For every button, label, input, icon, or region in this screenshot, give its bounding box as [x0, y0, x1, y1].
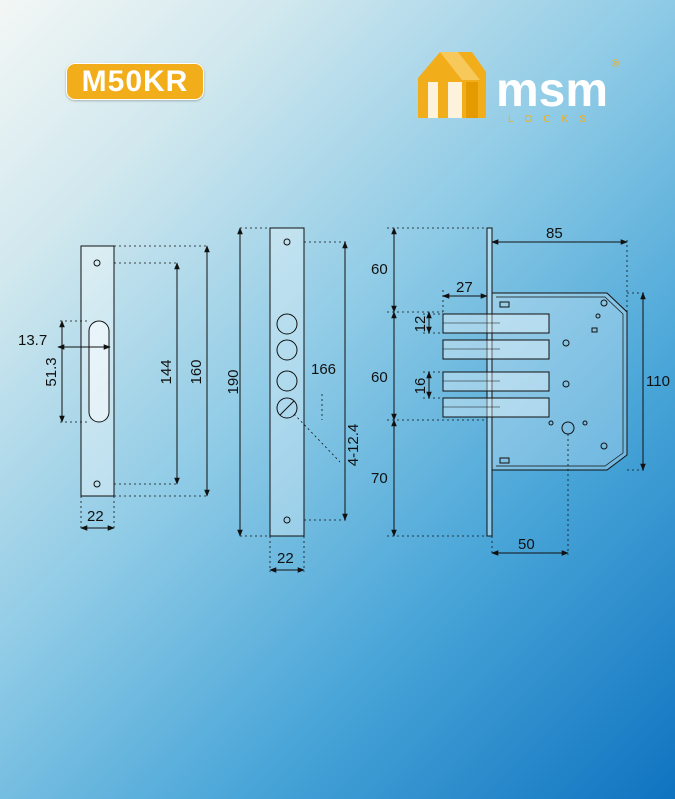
dim-strike-slot-height: 51.3: [43, 357, 60, 386]
lock-body: [387, 227, 646, 556]
registered-mark: ®: [611, 58, 619, 70]
face-plate: [237, 227, 348, 573]
dim-faceplate-height: 190: [225, 369, 242, 394]
dim-case-height: 110: [646, 373, 670, 390]
dim-bolt-gap: 16: [412, 378, 429, 395]
strike-plate: [57, 245, 210, 531]
logo-mark-icon: [418, 52, 486, 118]
dim-top-offset: 60: [371, 261, 388, 278]
dim-bottom-offset: 70: [371, 470, 388, 487]
dim-strike-slot-width: 13.7: [18, 332, 47, 349]
brand-logo: msm LOCKS ®: [418, 52, 619, 125]
dim-case-depth: 85: [546, 225, 563, 242]
dim-faceplate-hole-spacing: 166: [311, 361, 336, 378]
dim-strike-height: 160: [188, 359, 205, 384]
model-badge: M50KR: [66, 63, 204, 100]
logo-text: msm: [496, 64, 608, 117]
dim-faceplate-holes: 4-12.4: [345, 424, 362, 467]
dim-bolt-throw: 27: [456, 279, 473, 296]
dim-strike-hole-spacing: 144: [158, 359, 175, 384]
dim-faceplate-width: 22: [277, 550, 294, 567]
dim-strike-width: 22: [87, 508, 104, 525]
dim-backset: 50: [518, 536, 535, 553]
dim-bolt-height: 12: [412, 316, 429, 333]
dim-middle-offset: 60: [371, 369, 388, 386]
logo-subtext: LOCKS: [508, 114, 597, 125]
